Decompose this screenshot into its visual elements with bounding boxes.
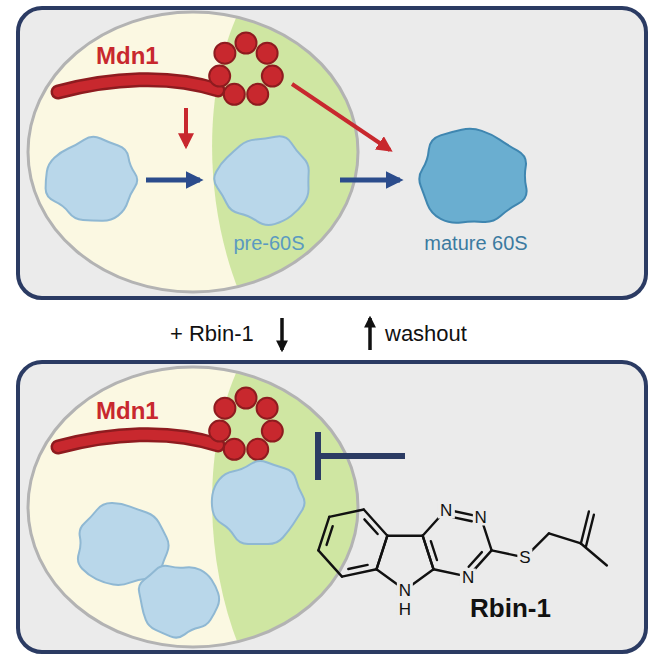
aaa-ring-subunit [214, 398, 235, 419]
inhibition-line [320, 453, 405, 459]
bond-line [431, 541, 437, 560]
action-arrow [184, 108, 188, 146]
aaa-ring-subunit [257, 398, 278, 419]
washout-arrow [368, 318, 372, 350]
mdn1-protein [58, 388, 283, 460]
pre-60s-particle [212, 461, 305, 544]
nuclear-envelope [28, 367, 358, 647]
particle-shape [402, 122, 542, 232]
aaa-ring-subunit [257, 43, 278, 64]
chemical-structure [318, 510, 607, 590]
bond-line [364, 510, 388, 536]
aaa-ring-subunit [224, 84, 245, 105]
protein-label: Mdn1 [96, 397, 159, 425]
bond-line [329, 510, 363, 517]
atom-label: N [438, 501, 454, 518]
aaa-ring-subunit [209, 421, 230, 442]
bond-line [549, 533, 581, 543]
treatment-label: + Rbin-1 [170, 321, 254, 346]
maturation-arrow [340, 178, 400, 183]
bond-line [348, 565, 367, 569]
treatment-label: washout [385, 321, 467, 346]
aaa-ring-subunit [236, 33, 257, 54]
nucleolus-region [212, 0, 400, 320]
mature-60s-node: mature 60S [402, 122, 550, 255]
bond-line [364, 519, 377, 534]
inhibition-bar [315, 432, 321, 480]
bond-line [453, 517, 472, 521]
atom-label: S [517, 549, 532, 566]
action-arrow [292, 84, 390, 150]
bond-line [376, 536, 387, 570]
bond-line [342, 569, 376, 576]
aaa-ring-subunit [214, 43, 235, 64]
particle-shape [200, 128, 330, 232]
pre-60s-particle [46, 137, 138, 221]
maturation-arrow [146, 178, 200, 183]
aaa-ring-subunit [247, 439, 268, 460]
pre-60s-particle [139, 566, 219, 638]
bond-line [376, 536, 387, 570]
bond-line [318, 550, 342, 576]
aaa-ring-subunit [247, 84, 268, 105]
particle-label: mature 60S [402, 232, 550, 255]
protein-label: Mdn1 [96, 42, 159, 70]
compound-label: Rbin-1 [470, 594, 551, 624]
ribosome-particle [214, 136, 309, 225]
pre-60s-node: pre-60S [200, 128, 338, 255]
aaa-ring-subunit [236, 388, 257, 409]
nucleolus-region [212, 355, 400, 664]
bond-line [469, 552, 482, 567]
bond-line [586, 515, 594, 547]
treatment-arrow [280, 318, 284, 350]
aaa-ring-subunit [209, 66, 230, 87]
mdn1-protein [58, 33, 283, 105]
atom-label: N [460, 568, 476, 585]
nuclear-envelope [28, 12, 358, 292]
aaa-ring-subunit [224, 439, 245, 460]
bond-line [327, 526, 333, 545]
atom-label: N [397, 582, 413, 599]
aaa-ring-subunit [262, 66, 283, 87]
aaa-ring-subunit [262, 421, 283, 442]
particle-label: pre-60S [200, 232, 338, 255]
atom-label: N [473, 508, 489, 525]
ribosome-particle [419, 129, 526, 223]
atom-label: H [397, 601, 413, 618]
bond-line [387, 535, 422, 537]
